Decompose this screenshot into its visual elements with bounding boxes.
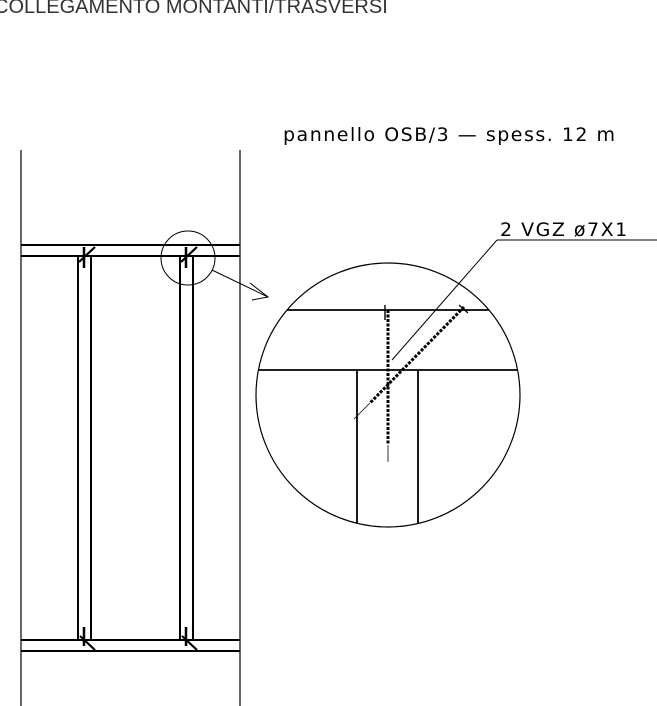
screw-top-left xyxy=(78,246,96,268)
top-transverse xyxy=(21,244,240,257)
detail-marker-circle xyxy=(160,230,216,286)
detail-circle xyxy=(255,262,521,528)
label-leader-line xyxy=(391,239,498,361)
stud-left xyxy=(77,256,92,640)
screw-top-right xyxy=(180,246,198,268)
screw-bottom-right xyxy=(181,627,198,651)
bottom-transverse xyxy=(21,639,240,652)
drawing-title: COLLEGAMENTO MONTANTI/TRASVERSI xyxy=(0,0,388,18)
screw-label: 2 VGZ ø7X1 xyxy=(500,219,629,241)
detail-leader-arrow xyxy=(211,269,270,301)
screw-bottom-left xyxy=(79,627,96,651)
wall-elevation xyxy=(20,150,241,706)
panel-label: pannello OSB/3 — spess. 12 m xyxy=(283,124,617,146)
detail-screw-vertical xyxy=(384,305,390,462)
detail-screw-diagonal xyxy=(353,304,469,420)
stud-right xyxy=(179,256,194,640)
joint-detail xyxy=(255,239,657,528)
